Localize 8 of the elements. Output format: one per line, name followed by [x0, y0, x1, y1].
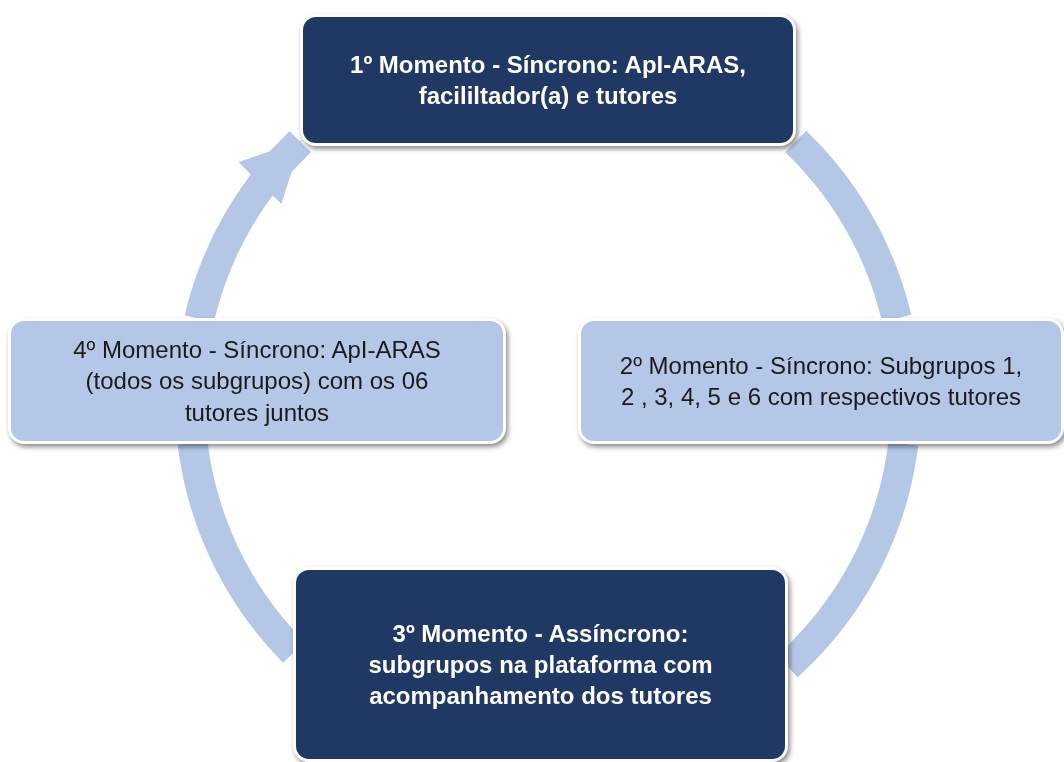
step-text: 1º Momento - Síncrono: ApI-ARAS, facililtador(a) e tutores [349, 49, 747, 111]
step-text: 4º Momento - Síncrono: ApI-ARAS (todos os subgrupos) com os 06 tutores juntos [72, 335, 442, 428]
process-box [293, 567, 788, 762]
step-text: 3º Momento - Assíncrono: subgrupos na plataforma com acompanhamento dos tutores [367, 618, 714, 712]
step-text: 2º Momento - Síncrono: Subgrupos 1, 2 , 3, 4, 5 e 6 com respectivos tutores [618, 350, 1024, 412]
process-box [300, 14, 796, 146]
process-box [8, 318, 506, 444]
process-box [578, 318, 1064, 444]
